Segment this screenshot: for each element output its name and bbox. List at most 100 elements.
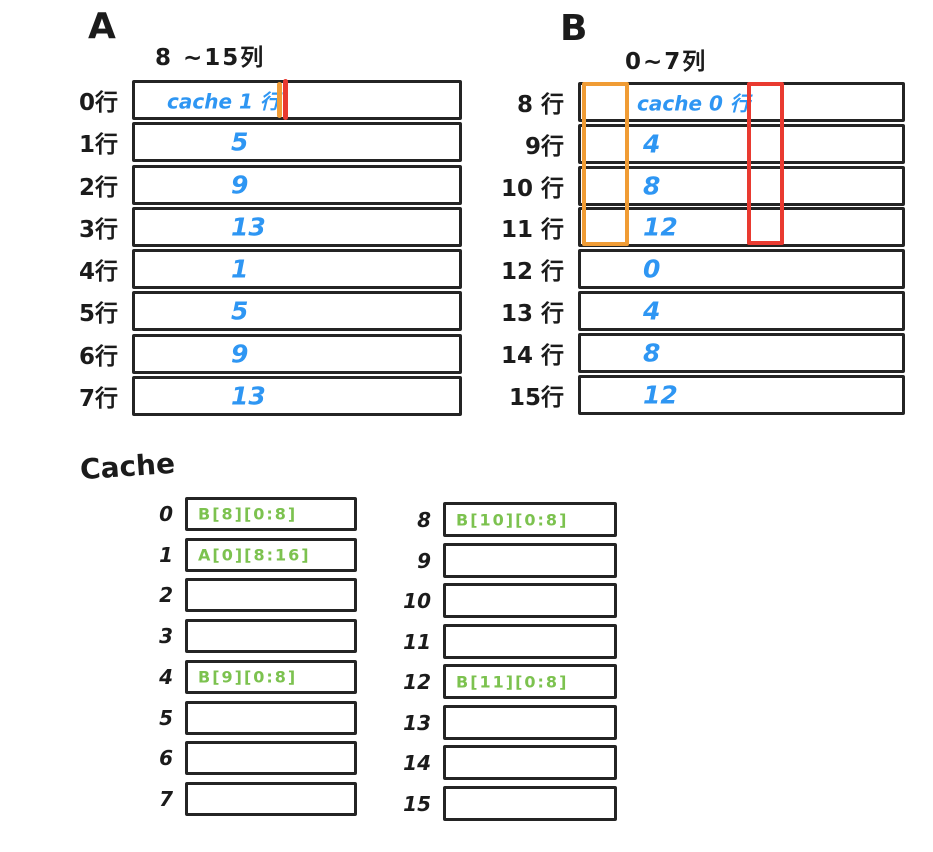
cache-line-box — [443, 745, 617, 780]
matrix-a-row-value: 9 — [231, 170, 249, 200]
matrix-a-row: 4行 1 — [36, 249, 462, 289]
cache-set-label: 0 — [159, 502, 173, 526]
cache-set-label: 11 — [403, 629, 431, 654]
matrix-a-row-label: 0行 — [78, 90, 118, 116]
matrix-b-row-value: 12 — [643, 212, 678, 242]
matrix-b-row-value: 0 — [643, 254, 661, 284]
cache-row: 10 — [383, 583, 617, 618]
cache-line-content: B[11][0:8] — [456, 672, 569, 691]
cache-line-box — [185, 701, 357, 735]
matrix-b-row-box: cache 0 行 — [578, 82, 905, 122]
matrix-a-row-label: 4行 — [78, 259, 118, 285]
cache-set-label: 1 — [159, 543, 173, 567]
cache-row: 9 — [383, 543, 617, 578]
matrix-a-row-box: 5 — [132, 122, 462, 162]
matrix-a-row-label: 2行 — [78, 175, 118, 201]
matrix-a-row-box: 9 — [132, 165, 462, 205]
matrix-a-row: 0行 cache 1 行 — [36, 80, 462, 120]
matrix-b-row-box: 0 — [578, 249, 905, 289]
cache-row: 4 B[9][0:8] — [133, 660, 357, 694]
matrix-a-row-value: 1 — [231, 254, 249, 284]
matrix-a-row-box: 1 — [132, 249, 462, 289]
matrix-a-row-box: 13 — [132, 376, 462, 416]
cache-set-label: 5 — [159, 706, 173, 730]
matrix-b-column-header: 0~7列 — [625, 49, 708, 75]
cache-set-label: 2 — [159, 583, 173, 607]
matrix-b-row: 15行 12 — [476, 375, 905, 415]
matrix-b-row: 8 行 cache 0 行 — [476, 82, 905, 122]
matrix-a-row-box: 5 — [132, 291, 462, 331]
matrix-b-row: 9行 4 — [476, 124, 905, 164]
cache-row: 1 A[0][8:16] — [133, 538, 357, 572]
matrix-a-row-label: 7行 — [78, 386, 118, 412]
cache-line-content: B[8][0:8] — [198, 504, 298, 524]
cache-set-label: 12 — [403, 669, 431, 694]
cache-row: 3 — [133, 619, 357, 653]
matrix-a-row-value: 13 — [231, 212, 266, 242]
cache-set-label: 3 — [159, 624, 173, 648]
cache-set-label: 14 — [403, 750, 431, 775]
cache-title: Cache — [78, 446, 177, 487]
cache-line-box — [185, 619, 357, 653]
matrix-b-row-label: 13 行 — [500, 301, 564, 327]
cache-set-label: 9 — [417, 548, 431, 573]
cache-row: 13 — [383, 705, 617, 740]
cache-row: 0 B[8][0:8] — [133, 497, 357, 531]
matrix-b-row-box: 12 — [578, 207, 905, 247]
cache-row: 8 B[10][0:8] — [383, 502, 617, 537]
cache-line-box: A[0][8:16] — [185, 538, 357, 572]
matrix-a-row-box: cache 1 行 — [132, 80, 462, 120]
cache-line-box: B[10][0:8] — [443, 502, 617, 537]
matrix-b-title: B — [560, 8, 589, 49]
cache-line-box — [443, 583, 617, 618]
cache-line-content: B[9][0:8] — [198, 667, 298, 687]
cache-line-box — [185, 578, 357, 612]
matrix-b-row-value: 8 — [643, 338, 661, 368]
matrix-b-row-box: 12 — [578, 375, 905, 415]
cache-line-box — [185, 741, 357, 775]
cache-set-label: 8 — [417, 507, 431, 532]
matrix-a-row-value: 9 — [231, 339, 249, 369]
matrix-b-row-value: cache 0 行 — [637, 91, 750, 116]
cache-row: 6 — [133, 741, 357, 775]
matrix-a-row-label: 1行 — [78, 132, 118, 158]
matrix-a-column-header: 8 ~15列 — [155, 45, 266, 71]
cache-row: 15 — [383, 786, 617, 821]
matrix-b-row-box: 4 — [578, 291, 905, 331]
matrix-a-row: 3行 13 — [36, 207, 462, 247]
cache-line-box: B[11][0:8] — [443, 664, 617, 699]
cache-line-box — [185, 782, 357, 816]
cache-row: 11 — [383, 624, 617, 659]
matrix-a-row-value: 13 — [231, 381, 266, 411]
matrix-b-row: 14 行 8 — [476, 333, 905, 373]
matrix-a-row-value: 5 — [231, 127, 249, 157]
matrix-b-row: 11 行 12 — [476, 207, 905, 247]
matrix-b-row-label: 11 行 — [500, 217, 564, 243]
matrix-b-row-label: 9行 — [524, 134, 564, 160]
matrix-a-row-label: 6行 — [78, 344, 118, 370]
orange-marker-stroke — [277, 82, 282, 118]
cache-set-label: 6 — [159, 746, 173, 770]
matrix-b-row-label: 8 行 — [516, 92, 564, 118]
matrix-b-row: 13 行 4 — [476, 291, 905, 331]
cache-set-label: 7 — [159, 787, 173, 811]
matrix-b-row-value: 12 — [643, 380, 678, 410]
matrix-a-row: 2行 9 — [36, 165, 462, 205]
matrix-b-row-box: 8 — [578, 166, 905, 206]
matrix-b-row: 12 行 0 — [476, 249, 905, 289]
matrix-b-row-value: 8 — [643, 171, 661, 201]
cache-row: 2 — [133, 578, 357, 612]
matrix-b-row-label: 15行 — [508, 385, 564, 411]
matrix-b-row-box: 8 — [578, 333, 905, 373]
cache-line-box: B[9][0:8] — [185, 660, 357, 694]
orange-column-outline — [582, 82, 629, 246]
cache-row: 5 — [133, 701, 357, 735]
matrix-a-row-value: cache 1 行 — [167, 89, 280, 114]
matrix-b-row-value: 4 — [643, 296, 661, 326]
cache-line-content: A[0][8:16] — [198, 545, 311, 565]
cache-row: 12 B[11][0:8] — [383, 664, 617, 699]
matrix-b-row-label: 12 行 — [500, 259, 564, 285]
matrix-a-row-value: 5 — [231, 296, 249, 326]
matrix-a-row-box: 13 — [132, 207, 462, 247]
